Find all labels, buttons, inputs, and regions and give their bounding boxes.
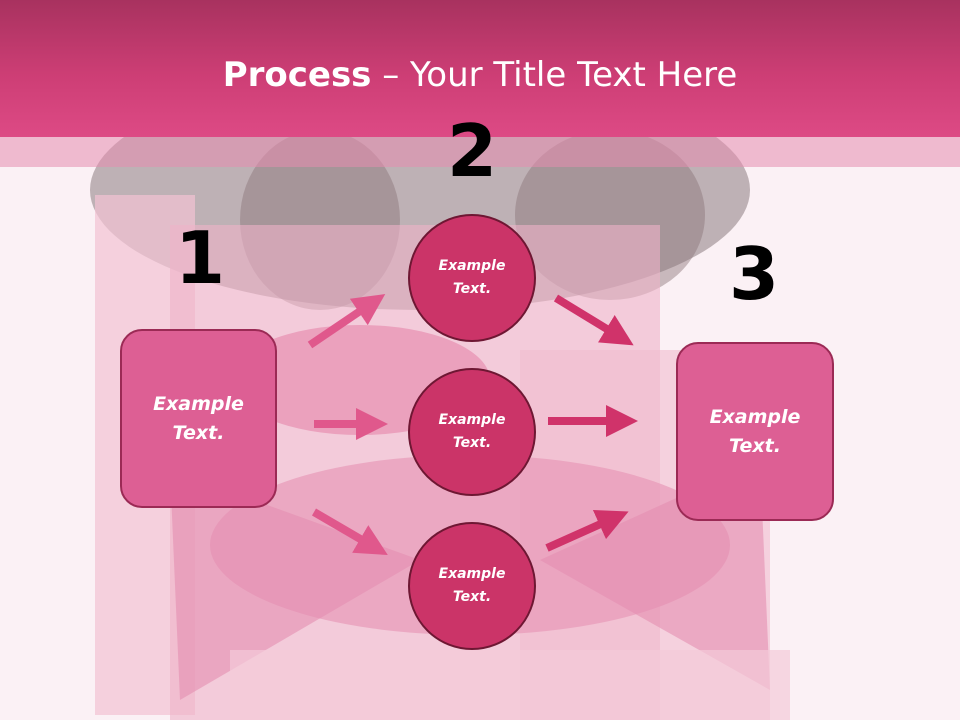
step-number-3: 3 (728, 232, 780, 316)
start-box-label: Example Text. (153, 392, 244, 444)
step-number-2: 2 (446, 109, 498, 193)
process-circle-bottom-label: Example Text. (438, 566, 506, 605)
end-box-label: Example Text. (709, 405, 801, 457)
process-circle-middle: Example Text. (408, 368, 536, 496)
process-circle-bottom: Example Text. (408, 522, 536, 650)
title-rest: – Your Title Text Here (371, 55, 738, 95)
start-box: Example Text. (120, 329, 277, 508)
end-box: Example Text. (676, 342, 834, 521)
title-bar-band (0, 137, 960, 167)
arrow-bottom-to-right (545, 509, 629, 552)
arrow-top-to-right (553, 294, 634, 346)
slide-title: Process – Your Title Text Here (0, 50, 960, 100)
step-number-1: 1 (174, 216, 226, 300)
title-bold: Process (222, 55, 372, 95)
process-circle-middle-label: Example Text. (438, 412, 506, 451)
arrow-left-to-top (307, 294, 386, 349)
process-circle-top: Example Text. (408, 214, 536, 342)
title-bar (0, 0, 960, 137)
arrow-left-to-bottom (311, 508, 388, 556)
process-circle-top-label: Example Text. (438, 258, 506, 297)
